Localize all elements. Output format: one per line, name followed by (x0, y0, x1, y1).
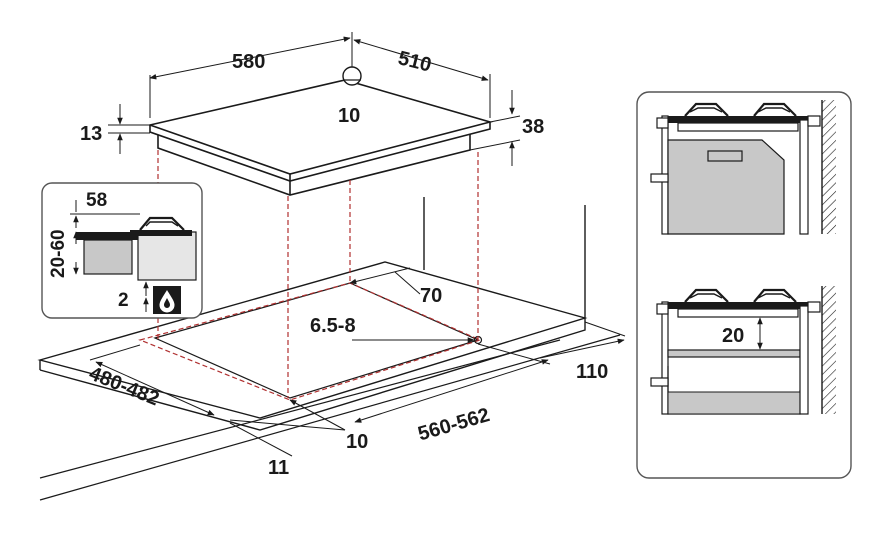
oven-installation (650, 100, 836, 235)
dim-70-label: 70 (420, 285, 442, 307)
dimension-13: 13 (80, 104, 150, 154)
inset-dim-2-label: 2 (118, 290, 129, 311)
oven-fig-wall (822, 100, 836, 234)
dim-110-label: 110 (576, 361, 608, 383)
dim-10-front-label: 10 (346, 431, 368, 453)
right-panel: 20 (636, 91, 852, 479)
oven-vent (707, 150, 743, 162)
dimension-38: 38 (469, 90, 544, 166)
dimension-6-5-8: 6.5-8 (310, 315, 475, 343)
inset-dim-58-label: 58 (86, 190, 107, 211)
inset-cabinet (83, 239, 133, 275)
dim-510-label: 510 (396, 47, 434, 76)
oven-fig-burners (684, 102, 797, 117)
shelf-gap-20-label: 20 (722, 325, 744, 347)
dim-13-label: 13 (80, 123, 102, 145)
cutout-dashed-outline (138, 282, 482, 401)
separation-shelf (667, 349, 801, 358)
drawer-fig-burners (684, 288, 797, 303)
drawer-installation: 20 (650, 286, 836, 415)
oven-box (667, 139, 785, 235)
inset-burner-grid (139, 216, 185, 231)
dim-38-label: 38 (522, 116, 544, 138)
inset-worktop (76, 232, 138, 240)
dimension-10-front: 10 (229, 399, 368, 453)
projection-lines (157, 150, 479, 398)
dimension-580: 580 (149, 32, 353, 118)
inset-burner-detail: 58 20-60 2 (41, 182, 203, 319)
inset-hob-body (137, 231, 197, 281)
inset-dim-20-60-label: 20-60 (48, 229, 69, 278)
dim-480-482-label: 480-482 (86, 363, 162, 411)
hob-top-surface (147, 79, 494, 175)
dim-10-top-label: 10 (338, 105, 360, 127)
dimension-11: 11 (229, 422, 293, 479)
dim-560-562-label: 560-562 (416, 404, 493, 445)
hob-corner-detail (342, 66, 362, 86)
hob (147, 66, 494, 196)
dim-580-label: 580 (232, 51, 265, 73)
drawer-box (667, 391, 801, 415)
dimension-70: 70 (349, 267, 442, 307)
dim-11-label: 11 (268, 457, 289, 479)
dim-6-5-8-label: 6.5-8 (310, 315, 356, 337)
drawer-fig-wall (822, 286, 836, 414)
dimension-110: 110 (539, 321, 626, 383)
